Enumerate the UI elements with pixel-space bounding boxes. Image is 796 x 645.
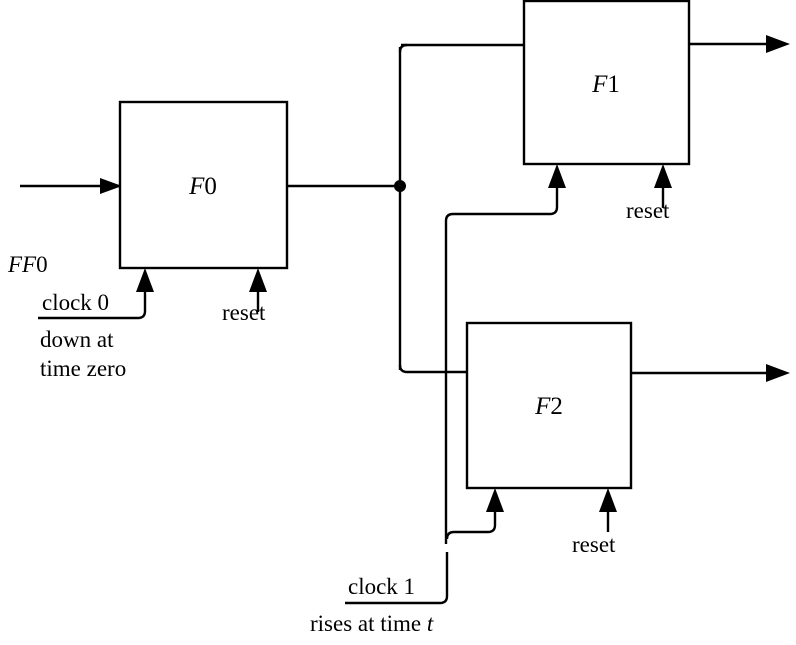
wire-junction-to-f2-data bbox=[398, 364, 467, 374]
arrowhead-f1-output bbox=[766, 35, 790, 53]
label-reset-f1: reset bbox=[626, 198, 670, 223]
block-f0-label-plain: 0 bbox=[204, 173, 217, 200]
block-f1-label: F1 bbox=[591, 71, 620, 98]
block-f2-label-plain: 2 bbox=[550, 393, 563, 420]
wire-clock1-to-f2 bbox=[445, 488, 504, 540]
label-reset-f2: reset bbox=[572, 532, 616, 557]
label-clock1-note: rises at time t bbox=[310, 611, 434, 636]
label-ff0-italic: FF bbox=[7, 252, 37, 277]
label-ff0-plain: 0 bbox=[36, 252, 48, 277]
arrowhead-reset-f2 bbox=[599, 488, 617, 512]
block-f1-label-plain: 1 bbox=[607, 71, 620, 98]
arrowhead-reset-f1 bbox=[654, 164, 672, 188]
block-f0-label: F0 bbox=[188, 173, 217, 200]
wire-clock0-to-f0 bbox=[38, 268, 154, 320]
block-f1[interactable] bbox=[522, 0, 691, 166]
label-clock0-note-line1: down at bbox=[40, 327, 114, 352]
arrowhead-clock0 bbox=[136, 268, 154, 292]
label-clock0-note-line2: time zero bbox=[40, 356, 126, 381]
label-clock1: clock 1 bbox=[348, 574, 415, 599]
arrowhead-clock1-f1 bbox=[548, 164, 566, 188]
block-f0-label-italic: F bbox=[188, 173, 205, 200]
arrowhead-clock1-f2 bbox=[486, 488, 504, 512]
wire-reset-to-f2 bbox=[599, 488, 617, 532]
block-f2[interactable] bbox=[465, 321, 633, 490]
wire-reset-to-f1 bbox=[654, 164, 672, 208]
label-clock1-note-italic: t bbox=[427, 611, 434, 636]
block-f0[interactable] bbox=[118, 100, 289, 270]
arrowhead-reset-f0 bbox=[249, 268, 267, 292]
block-f2-label: F2 bbox=[534, 393, 563, 420]
label-clock1-note-prefix: rises at time bbox=[310, 611, 427, 636]
wire-reset-to-f0 bbox=[249, 268, 267, 312]
label-clock0: clock 0 bbox=[42, 290, 109, 315]
wire-f2-output bbox=[631, 364, 790, 382]
wire-primary-input bbox=[20, 178, 122, 194]
block-f1-label-italic: F bbox=[591, 71, 608, 98]
wire-clock1-stem bbox=[345, 552, 449, 605]
block-f2-label-italic: F bbox=[534, 393, 551, 420]
wire-junction-to-f1-data bbox=[398, 43, 524, 53]
arrowhead-primary-input bbox=[100, 178, 122, 194]
wire-f1-output bbox=[689, 35, 790, 53]
junction-dot bbox=[394, 180, 406, 192]
wire-clock1-to-f1 bbox=[444, 164, 566, 544]
label-ff0: FF0 bbox=[7, 252, 48, 277]
label-reset-f0: reset bbox=[222, 300, 266, 325]
arrowhead-f2-output bbox=[766, 364, 790, 382]
